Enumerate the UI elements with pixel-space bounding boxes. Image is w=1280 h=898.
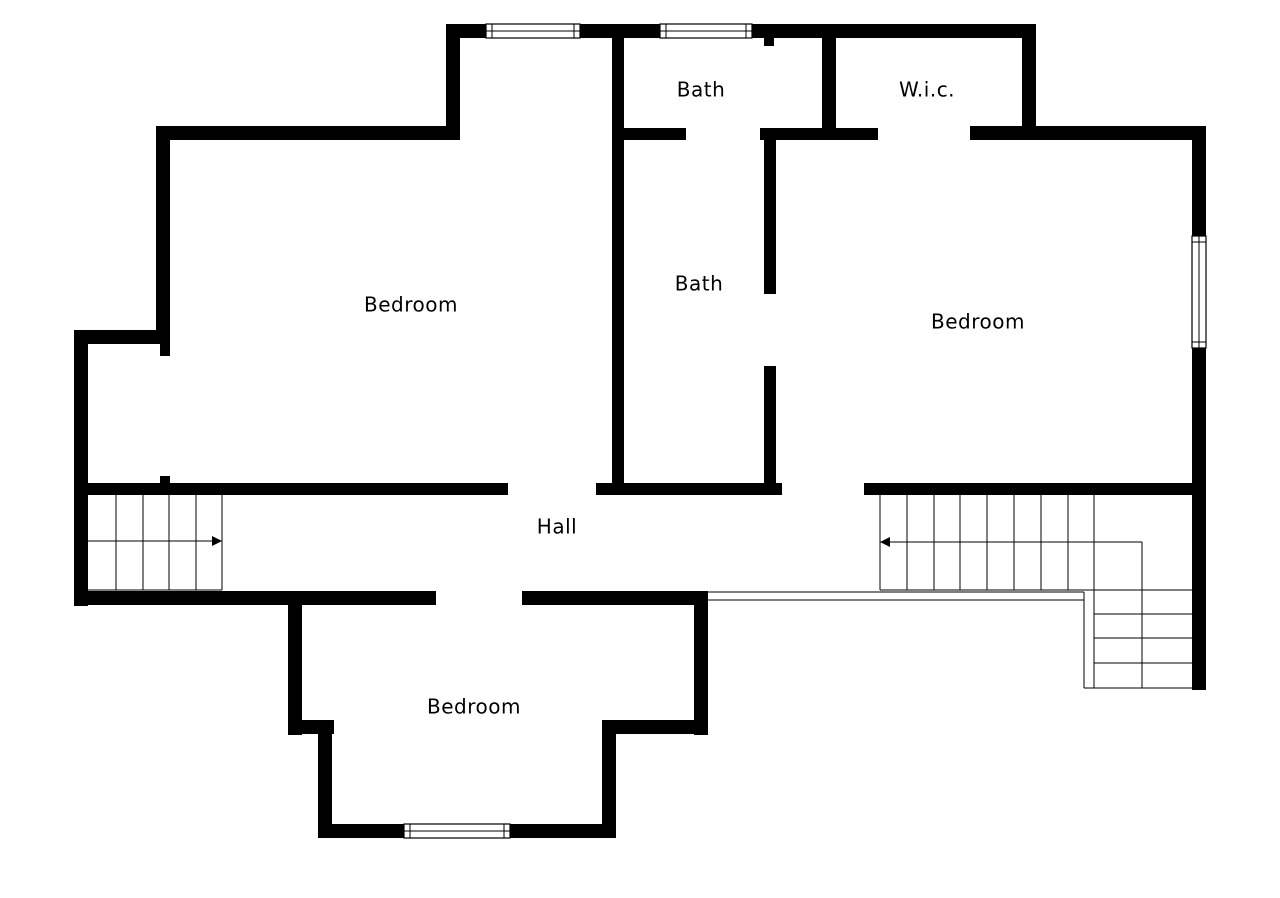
wall-wic-bottom-right: [970, 126, 1206, 140]
wall-top-right: [752, 24, 1036, 38]
wall-closet-right-stub-top: [160, 330, 170, 356]
wall-mid-bath-left-bottom: [612, 366, 624, 490]
wall-hall-bottom-2: [522, 591, 708, 605]
window-top-bath: [659, 23, 753, 39]
stairs-right-arrow-icon: [880, 537, 890, 547]
room-label-bedroom-left: Bedroom: [364, 293, 458, 317]
wall-wic-left: [822, 24, 836, 140]
wall-wic-right: [1022, 24, 1036, 140]
room-label-bedroom-bottom: Bedroom: [427, 695, 521, 719]
wall-bottom-bedroom-left: [288, 591, 302, 735]
wall-top-left-1: [446, 24, 486, 38]
room-label-hall: Hall: [537, 515, 577, 539]
windows: [403, 23, 1207, 839]
wall-bay-bottom-1: [318, 824, 404, 838]
wall-hall-top-1: [74, 483, 508, 495]
wall-mid-bath-right-bottom: [764, 366, 776, 490]
stairs-right: [708, 495, 1192, 689]
wall-upper-bedroom-top: [156, 126, 460, 140]
room-label-wic: W.i.c.: [899, 78, 955, 102]
wall-bath-top-bottom-1: [612, 128, 686, 140]
room-label-bedroom-right: Bedroom: [931, 310, 1025, 334]
wall-hall-top-2: [596, 483, 782, 495]
wall-bath-top-right-stub: [764, 24, 774, 46]
stairs-left: [88, 495, 223, 591]
room-label-bath-top: Bath: [677, 78, 726, 102]
wall-closet-top: [74, 330, 170, 344]
wall-bath-top-bottom-2: [760, 128, 878, 140]
window-top-left: [485, 23, 581, 39]
wall-bottom-bedroom-right: [694, 591, 708, 735]
wall-upper-bedroom-left: [156, 126, 170, 344]
wall-mid-bath-right-top: [764, 128, 776, 294]
room-label-bath-middle: Bath: [675, 272, 724, 296]
walls: [74, 24, 1206, 838]
wall-upper-bedroom-notch: [446, 24, 460, 140]
wall-hall-bottom-1: [74, 591, 436, 605]
wall-right-bedroom-right-top: [1192, 126, 1206, 236]
room-labels: Bedroom Bath W.i.c. Bath Bedroom Hall Be…: [364, 78, 1025, 719]
wall-hall-top-3: [864, 483, 1206, 495]
wall-right-bedroom-right-bottom: [1192, 348, 1206, 690]
stairs-left-arrow-icon: [212, 536, 222, 546]
wall-bay-right-ledge: [602, 720, 708, 734]
wall-bay-right: [602, 720, 616, 838]
window-right-bedroom: [1191, 235, 1207, 349]
wall-bay-left: [318, 720, 332, 838]
wall-closet-left: [74, 330, 88, 606]
window-bottom-bedroom: [403, 823, 511, 839]
wall-bay-bottom-2: [510, 824, 616, 838]
